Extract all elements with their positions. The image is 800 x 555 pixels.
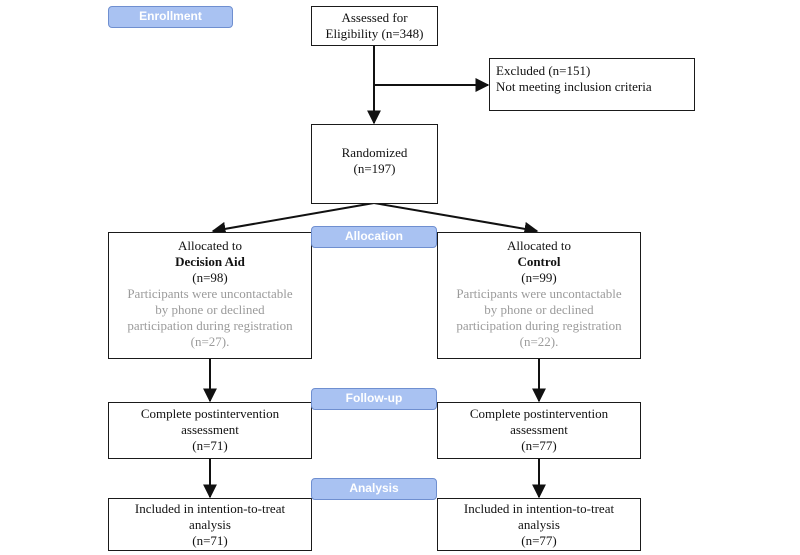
followup-right-box: Complete postintervention assessment (n=… [437,402,641,459]
randomized-box: Randomized (n=197) [311,124,438,204]
randomized-line1: Randomized [341,145,408,160]
allocated-left-note4: (n=27). [190,334,230,349]
assessed-line2: Eligibility (n=348) [325,26,424,41]
stage-label-analysis: Analysis [311,478,437,500]
allocated-right-note4: (n=22). [519,334,559,349]
excluded-line1: Excluded (n=151) [496,63,591,78]
allocated-right-note3: participation during registration [456,318,622,333]
allocated-left-note2: by phone or declined [155,302,265,317]
analysis-right-line2: analysis [518,517,560,532]
analysis-left-box: Included in intention-to-treat analysis … [108,498,312,551]
randomized-line2: (n=197) [353,161,396,176]
arrow-randomized-to-left [211,202,375,236]
followup-left-line2: assessment [181,422,239,437]
followup-left-n: (n=71) [192,438,228,453]
stage-label-enrollment: Enrollment [108,6,233,28]
allocated-control-box: Allocated to Control (n=99) Participants… [437,232,641,359]
analysis-left-line2: analysis [189,517,231,532]
followup-right-line1: Complete postintervention [469,406,609,421]
assessed-box: Assessed for Eligibility (n=348) [311,6,438,46]
allocated-left-n: (n=98) [192,270,228,285]
assessed-line1: Assessed for [341,10,408,25]
arrow-randomized-to-right [373,202,539,236]
followup-right-n: (n=77) [521,438,557,453]
stage-label-follow-up: Follow-up [311,388,437,410]
allocated-right-note2: by phone or declined [484,302,594,317]
analysis-right-box: Included in intention-to-treat analysis … [437,498,641,551]
allocated-decision-aid-box: Allocated to Decision Aid (n=98) Partici… [108,232,312,359]
excluded-line2: Not meeting inclusion criteria [496,79,652,94]
allocated-right-note1: Participants were uncontactable [456,286,622,301]
analysis-right-n: (n=77) [521,533,557,548]
allocated-right-group: Control [517,254,561,269]
analysis-left-n: (n=71) [192,533,228,548]
allocated-left-line1: Allocated to [178,238,242,253]
followup-right-line2: assessment [510,422,568,437]
followup-left-box: Complete postintervention assessment (n=… [108,402,312,459]
allocated-right-n: (n=99) [521,270,557,285]
analysis-left-line1: Included in intention-to-treat [134,501,286,516]
allocated-left-note1: Participants were uncontactable [127,286,293,301]
excluded-box: Excluded (n=151) Not meeting inclusion c… [489,58,695,111]
analysis-right-line1: Included in intention-to-treat [463,501,615,516]
stage-label-allocation: Allocation [311,226,437,248]
allocated-right-line1: Allocated to [507,238,571,253]
followup-left-line1: Complete postintervention [140,406,280,421]
allocated-left-note3: participation during registration [127,318,293,333]
allocated-left-group: Decision Aid [175,254,245,269]
